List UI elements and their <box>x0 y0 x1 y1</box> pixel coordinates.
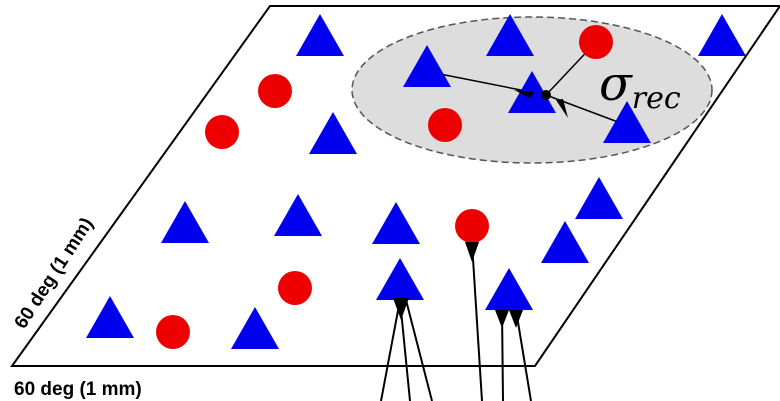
excitatory-neuron <box>296 14 344 56</box>
hub-dot <box>541 90 551 100</box>
excitatory-neuron <box>161 201 209 243</box>
excitatory-neuron <box>372 202 420 244</box>
axon-arrowheads <box>393 242 523 328</box>
inhibitory-neurons <box>156 25 613 349</box>
connection-arrowheads <box>514 90 568 118</box>
excitatory-neuron <box>486 14 534 56</box>
inhibitory-neuron <box>428 108 462 142</box>
arrowhead <box>514 90 534 98</box>
inhibitory-neuron <box>258 74 292 108</box>
excitatory-neuron <box>86 296 134 338</box>
inhibitory-neuron <box>205 115 239 149</box>
excitatory-neuron <box>575 177 623 219</box>
excitatory-neuron <box>485 268 533 310</box>
excitatory-neuron <box>541 221 589 263</box>
excitatory-neuron <box>309 112 357 154</box>
inhibitory-neuron <box>455 209 489 243</box>
inhibitory-neuron <box>156 315 190 349</box>
excitatory-neuron <box>698 14 746 56</box>
inhibitory-neuron <box>579 25 613 59</box>
projection-axons <box>380 242 532 401</box>
excitatory-neuron <box>376 258 424 300</box>
excitatory-neuron <box>274 194 322 236</box>
excitatory-neuron <box>403 45 451 87</box>
x-axis-label: 60 deg (1 mm) <box>14 379 142 400</box>
excitatory-neuron <box>603 101 651 143</box>
excitatory-neuron <box>231 307 279 349</box>
arrowhead <box>556 99 568 118</box>
excitatory-neurons <box>86 14 746 349</box>
inhibitory-neuron <box>278 271 312 305</box>
sigma-rec-label: σrec <box>599 56 681 116</box>
